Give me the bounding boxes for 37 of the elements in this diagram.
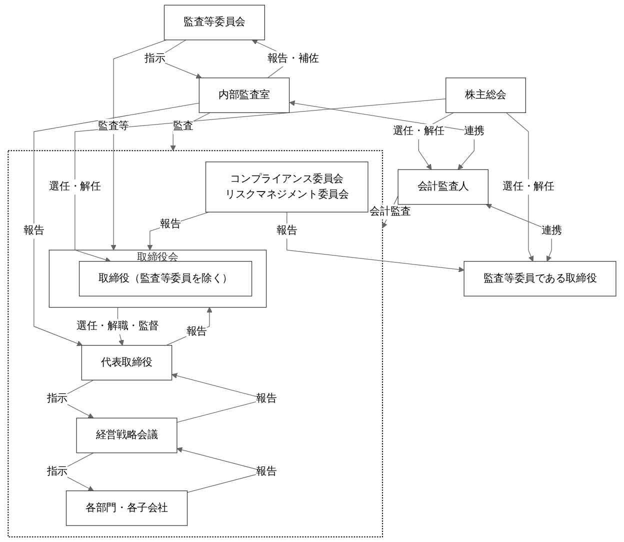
node-box: 監査等委員会 <box>164 4 265 40</box>
edge-label: 指示 <box>46 466 68 477</box>
edge-label: 連携 <box>464 126 484 137</box>
edge-label: 報告 <box>256 466 277 477</box>
node-box: 監査等委員である取締役 <box>464 261 616 296</box>
edge-label: 報告・補佐 <box>267 53 319 64</box>
arrow <box>486 204 552 262</box>
edge-label: 報告 <box>276 225 298 236</box>
node-box: 会計監査人 <box>398 169 488 205</box>
edge-label: 指示 <box>144 53 166 64</box>
edge-label: 報告 <box>186 326 207 338</box>
arrow <box>166 307 212 346</box>
edge-label: 指示 <box>46 393 68 404</box>
node-box: 各部門・各子会社 <box>66 490 188 526</box>
edge-label: 報告 <box>160 218 181 230</box>
arrow <box>506 112 534 262</box>
edge-label: 報告 <box>256 393 277 404</box>
node-box: 代表取締役 <box>81 345 172 380</box>
node-box: 株主総会 <box>445 78 526 113</box>
arrow <box>74 98 446 262</box>
arrow <box>170 112 210 151</box>
edge-label: 会計監査 <box>370 206 411 218</box>
edge-label: 選任・解任 <box>49 181 101 192</box>
edge-label: 連携 <box>541 225 562 236</box>
node-box: 経営戦略会議 <box>76 418 178 454</box>
edge-label: 報告 <box>24 225 44 236</box>
edge-label: 監査 <box>172 120 194 132</box>
arrow <box>286 212 464 272</box>
edge-label: 選任・解任 <box>392 126 444 137</box>
node-box: 取締役（監査等委員を除く） <box>78 261 252 296</box>
node-box: 内部監査室 <box>198 78 290 113</box>
arrow <box>110 40 166 250</box>
node-box: コンプライアンス委員会 リスクマネジメント委員会 <box>205 162 368 212</box>
edge-label: 選任・解職・監督 <box>76 320 159 332</box>
edge-label: 監査等 <box>98 120 129 132</box>
edge-label: 選任・解任 <box>502 181 554 192</box>
arrow <box>147 212 210 250</box>
